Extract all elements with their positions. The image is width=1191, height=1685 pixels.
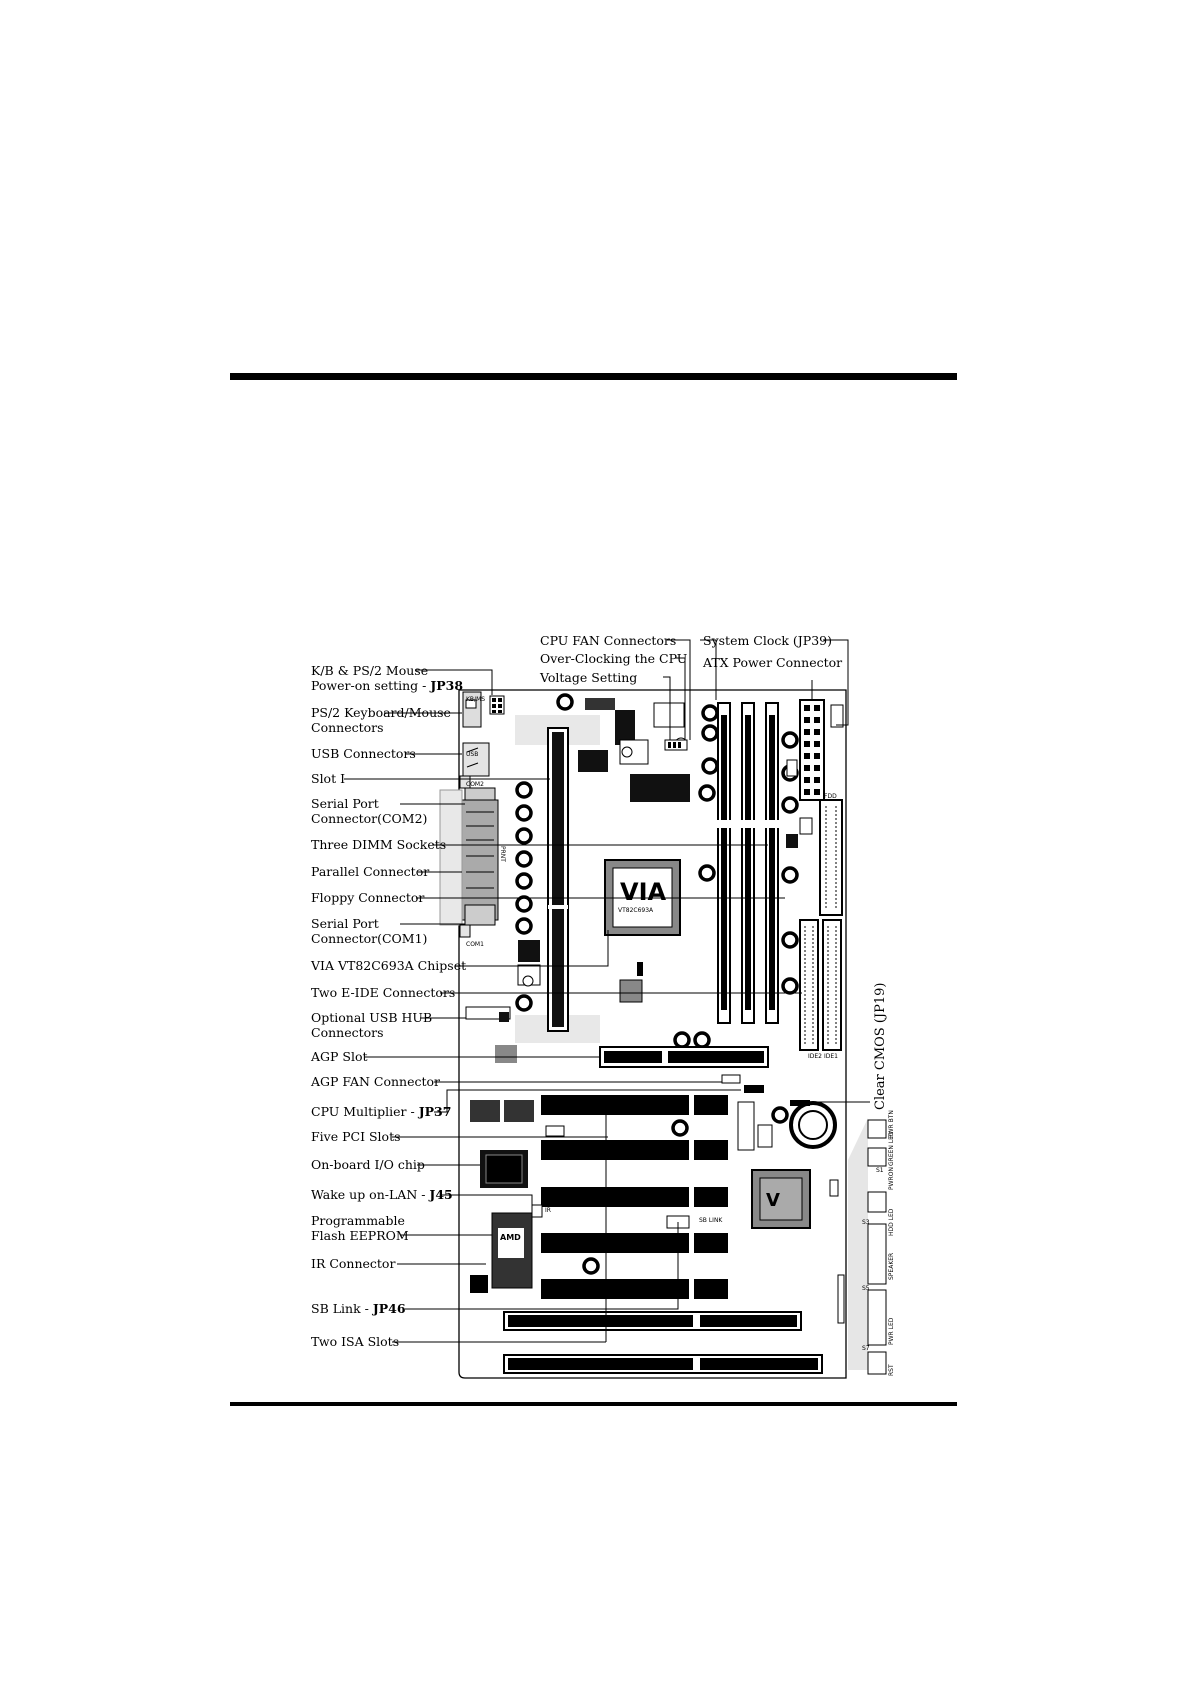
label-agp-slot: AGP Slot	[311, 1049, 368, 1064]
label-atx-power: ATX Power Connector	[703, 655, 843, 670]
board-outline	[458, 689, 847, 1379]
mark-greenled: GREEN LED	[888, 1131, 895, 1166]
label-eide: Two E-IDE Connectors	[311, 985, 456, 1000]
label-system-clock: System Clock (JP39)	[703, 633, 833, 648]
svg-text:AMD: AMD	[500, 1233, 521, 1242]
isa-slots	[503, 1311, 823, 1374]
parallel-connector	[461, 799, 499, 921]
mark-s1: S1	[876, 1167, 884, 1174]
fdd-connector	[819, 799, 843, 916]
label-parallel: Parallel Connector	[311, 864, 430, 879]
dimm-sockets	[716, 702, 780, 1024]
front-panel-headers	[867, 1119, 887, 1375]
ide2-connector	[799, 919, 819, 1051]
svg-text:VIA: VIA	[620, 878, 667, 906]
bottom-rule	[230, 1402, 957, 1406]
mark-ide1: IDE1	[824, 1053, 838, 1060]
label-cpu-fan: CPU FAN Connectors	[540, 633, 677, 648]
mark-rst: RST	[888, 1364, 895, 1376]
mark-s5: S5	[862, 1285, 870, 1292]
com1-connector	[464, 904, 496, 926]
mark-s3: S3	[862, 1219, 870, 1226]
mark-fdd: FDD	[824, 793, 837, 800]
svg-text:V: V	[766, 1190, 780, 1211]
ide1-connector	[822, 919, 842, 1051]
label-over-clocking: Over-Clocking the CPU	[540, 651, 688, 666]
label-agp-fan: AGP FAN Connector	[311, 1074, 441, 1089]
mark-kbms: KB/MS	[466, 696, 485, 703]
label-isa-slots: Two ISA Slots	[311, 1334, 400, 1349]
mark-pwr-led: PWR LED	[888, 1317, 895, 1345]
label-wake-on-lan: Wake up on-LAN - J45	[311, 1187, 453, 1202]
mark-sblink: SB LINK	[699, 1217, 723, 1224]
mark-com1: COM1	[466, 941, 484, 948]
atx-power-connector	[799, 699, 825, 801]
label-usb-connectors: USB Connectors	[311, 746, 416, 761]
mark-ide2: IDE2	[808, 1053, 822, 1060]
mark-usb: USB	[466, 751, 478, 758]
label-kbms-power-on: K/B & PS/2 Mouse Power-on setting - JP38	[311, 663, 464, 693]
mark-pwr-btn: PWR BTN	[888, 1110, 895, 1138]
mark-prnt: PRNT	[499, 846, 506, 862]
mark-ir: IR	[545, 1207, 551, 1214]
label-sb-link: SB Link - JP46	[311, 1301, 406, 1316]
label-voltage-setting: Voltage Setting	[540, 670, 638, 685]
label-io-chip: On-board I/O chip	[311, 1157, 425, 1172]
top-rule	[230, 373, 957, 380]
label-floppy: Floppy Connector	[311, 890, 425, 905]
label-pci-slots: Five PCI Slots	[311, 1129, 401, 1144]
label-clear-cmos: Clear CMOS (JP19)	[873, 982, 888, 1111]
label-dimm-sockets: Three DIMM Sockets	[311, 837, 447, 852]
label-ir-connector: IR Connector	[311, 1256, 396, 1271]
pci-slots	[541, 1095, 728, 1299]
mark-speaker: SPEAKER	[888, 1253, 895, 1280]
usb-connector	[462, 742, 490, 777]
mark-s7: S7	[862, 1345, 870, 1352]
label-slot1: Slot I	[311, 771, 346, 786]
mark-hdd-led: HDD LED	[888, 1208, 895, 1236]
mark-com2: COM2	[466, 781, 484, 788]
label-chipset: VIA VT82C693A Chipset	[311, 958, 467, 973]
label-cpu-multiplier: CPU Multiplier - JP37	[311, 1104, 452, 1119]
mark-pwron: PWRON	[888, 1167, 895, 1190]
chipset-mark: VT82C693A	[618, 907, 654, 914]
